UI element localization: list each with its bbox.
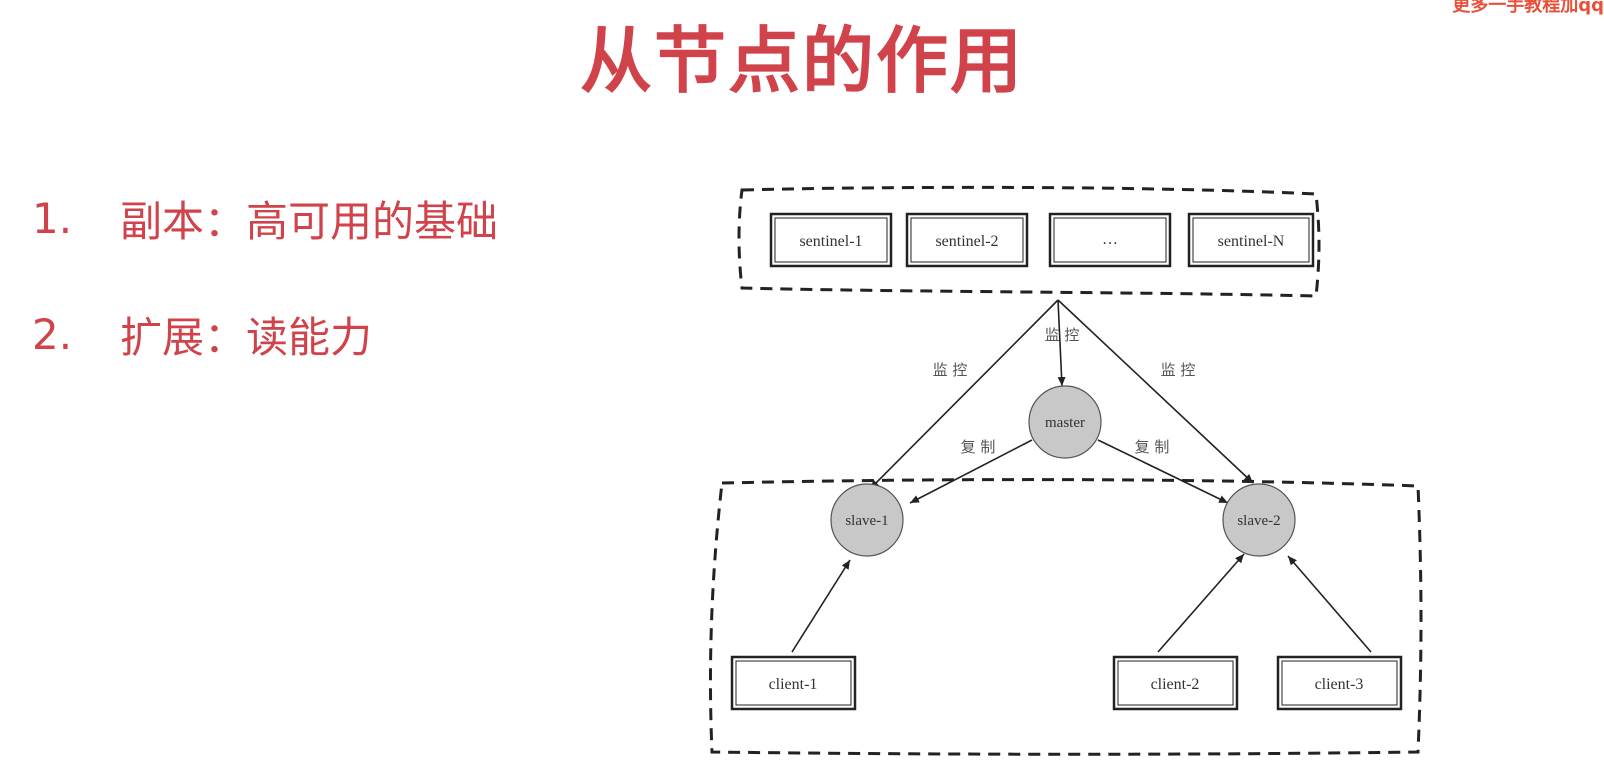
slave-label: slave-1: [845, 513, 888, 529]
replicate-arrow-left: [909, 439, 1033, 504]
page-title: 从节点的作用: [579, 19, 1024, 103]
sentinel-label: …: [1102, 231, 1118, 248]
point-list: 1. 副本：高可用的基础 2. 扩展：读能力: [32, 188, 498, 420]
replicate-label-left: 复 制: [961, 438, 996, 456]
slave-node: slave-2: [1222, 483, 1296, 557]
client-box: client-2: [1112, 655, 1239, 711]
client-3-arrow: [1287, 555, 1372, 653]
client-label: client-1: [769, 676, 818, 693]
slave-label: slave-2: [1237, 513, 1280, 529]
point-text: 扩展：读能力: [120, 312, 373, 362]
point-item: 1. 副本：高可用的基础: [32, 188, 498, 248]
monitor-arrow-right: [1057, 299, 1254, 484]
sentinel-box: sentinel-1: [769, 212, 893, 268]
monitor-arrow-center: [1057, 299, 1066, 387]
client-label: client-2: [1151, 676, 1200, 693]
master-label: master: [1045, 415, 1085, 431]
sentinel-box: sentinel-N: [1187, 212, 1315, 268]
client-label: client-3: [1315, 676, 1364, 693]
sentinel-group-border: [737, 185, 1321, 298]
data-node-group-border: [708, 478, 1423, 756]
point-number: 2.: [32, 309, 73, 359]
sentinel-label: sentinel-N: [1218, 233, 1285, 250]
client-box: client-1: [730, 655, 857, 711]
point-text: 副本：高可用的基础: [120, 196, 499, 246]
point-number: 1.: [32, 193, 73, 243]
monitor-label-center: 监 控: [1045, 326, 1080, 344]
sentinel-box: …: [1048, 212, 1172, 268]
replicate-arrow-right: [1097, 439, 1229, 504]
monitor-label-right: 监 控: [1161, 361, 1196, 379]
sentinel-label: sentinel-2: [935, 233, 998, 250]
slave-node: slave-1: [830, 483, 904, 557]
sentinel-box: sentinel-2: [905, 212, 1029, 268]
replicate-label-right: 复 制: [1135, 438, 1170, 456]
monitor-arrow-left: [869, 299, 1059, 490]
watermark-text: 更多一手教程加qq: [1452, 0, 1604, 16]
sentinel-label: sentinel-1: [799, 233, 862, 250]
client-1-arrow: [791, 559, 851, 653]
client-box: client-3: [1276, 655, 1403, 711]
monitor-label-left: 监 控: [933, 361, 968, 379]
point-item: 2. 扩展：读能力: [32, 304, 498, 364]
client-2-arrow: [1157, 553, 1245, 653]
master-node: master: [1028, 385, 1102, 459]
